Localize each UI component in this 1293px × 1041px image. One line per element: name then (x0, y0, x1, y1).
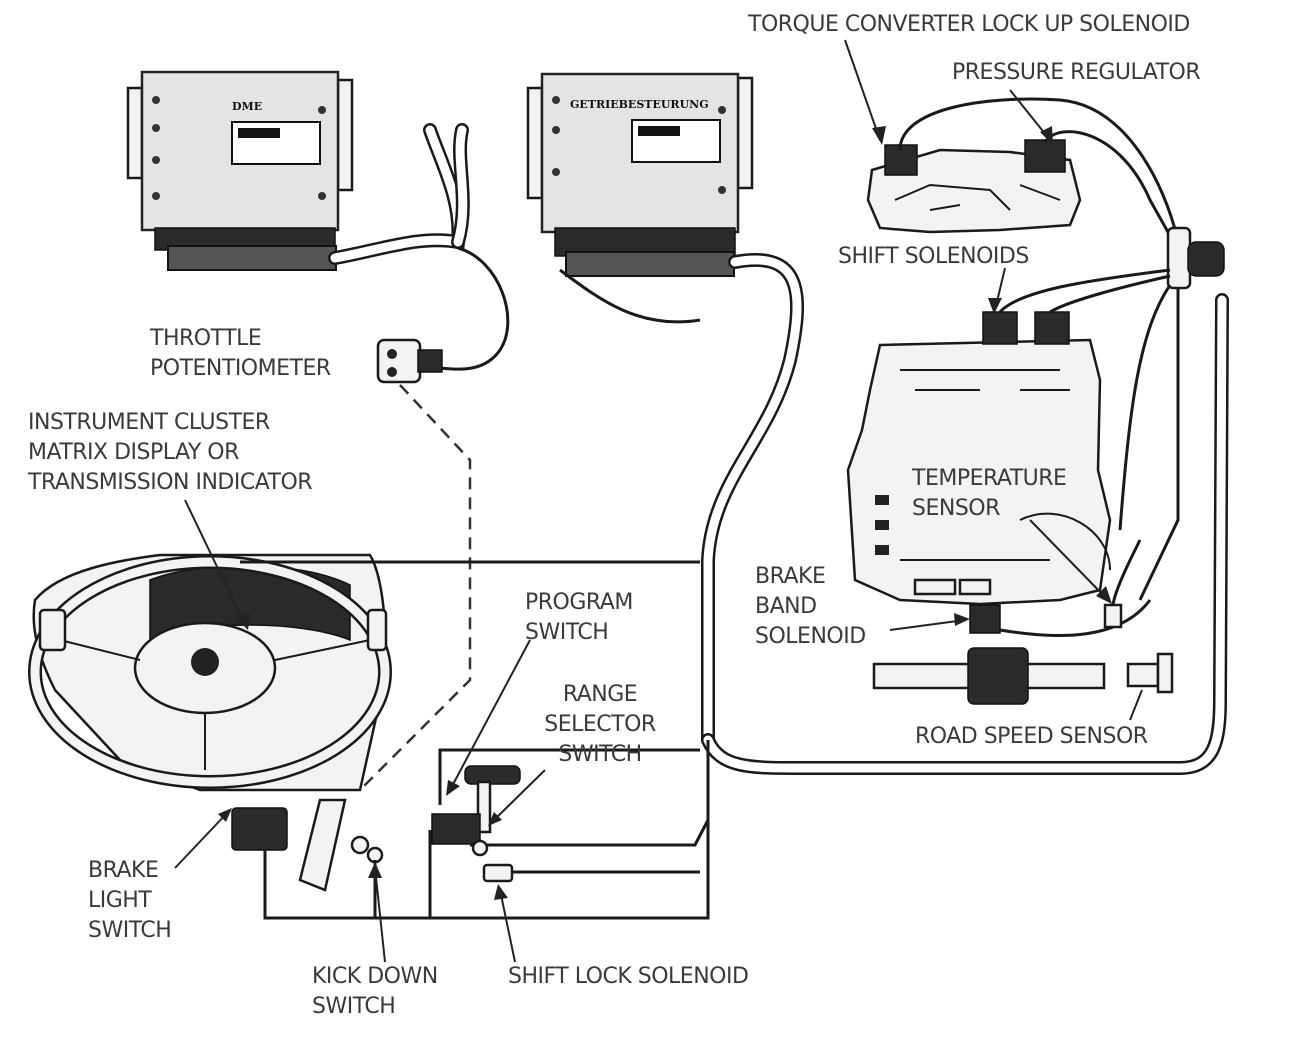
temperature-sensor-label: TEMPERATURE SENSOR (912, 464, 1067, 524)
pressure-regulator-label: PRESSURE REGULATOR (952, 60, 1201, 85)
program-line-2: SWITCH (525, 620, 609, 645)
kick-down-switch (366, 846, 384, 864)
range-line-1: RANGE (562, 682, 638, 707)
brake-light-switch-label: BRAKE LIGHT SWITCH (88, 856, 172, 946)
road-speed-sensor-label: ROAD SPEED SENSOR (915, 724, 1148, 749)
brake-band-line-1: BRAKE (755, 564, 826, 589)
brake-light-line-1: BRAKE (88, 858, 159, 883)
shift-solenoids-label: SHIFT SOLENOIDS (838, 244, 1029, 269)
brake-band-line-2: BAND (755, 594, 817, 619)
transmission-valve-body (846, 268, 1171, 638)
shift-lock-solenoid-label: SHIFT LOCK SOLENOID (508, 964, 749, 989)
range-selector-switch (431, 813, 481, 845)
wiring-harness (328, 123, 1229, 775)
instrument-cluster-label: INSTRUMENT CLUSTER MATRIX DISPLAY OR TRA… (28, 408, 313, 498)
kick-down-line-1: KICK DOWN (312, 964, 438, 989)
throttle-potentiometer-label: THROTTLE POTENTIOMETER (150, 324, 331, 384)
throttle-line-1: THROTTLE (150, 326, 262, 351)
brake-band-label: BRAKE BAND SOLENOID (755, 562, 866, 652)
dashboard (28, 553, 392, 792)
gear-selector (431, 765, 521, 883)
valve-body-upper (866, 139, 1082, 234)
pedals (231, 798, 384, 892)
instrument-line-1: INSTRUMENT CLUSTER (28, 410, 270, 435)
dme-label: DME (232, 100, 262, 113)
instrument-line-3: TRANSMISSION INDICATOR (28, 470, 313, 495)
transmission-control-unit: GETRIEBESTEURUNG (526, 72, 754, 277)
range-selector-label: RANGE SELECTOR SWITCH (540, 680, 660, 770)
temperature-sensor (1103, 603, 1123, 629)
shift-solenoid-2 (1034, 311, 1070, 345)
kick-down-switch-label: KICK DOWN SWITCH (312, 962, 438, 1022)
shift-solenoid-1 (982, 311, 1018, 345)
kick-down-line-2: SWITCH (312, 994, 396, 1019)
brake-band-line-3: SOLENOID (755, 624, 866, 649)
dme-control-unit: DME (126, 70, 354, 271)
output-shaft (872, 647, 1174, 705)
program-switch-label: PROGRAM SWITCH (525, 588, 633, 648)
brake-pedal (231, 807, 288, 851)
accelerator-pedal (298, 798, 347, 892)
brake-light-line-3: SWITCH (88, 918, 172, 943)
throttle-line-2: POTENTIOMETER (150, 356, 331, 381)
temperature-line-2: SENSOR (912, 496, 1000, 521)
brake-light-line-2: LIGHT (88, 888, 152, 913)
temperature-line-1: TEMPERATURE (912, 466, 1067, 491)
range-line-2: SELECTOR (544, 712, 656, 737)
brake-band-solenoid (969, 604, 1001, 634)
pressure-regulator-solenoid (1024, 139, 1066, 173)
instrument-line-2: MATRIX DISPLAY OR (28, 440, 239, 465)
pointer-lines (174, 39, 1143, 963)
road-speed-sensor (1126, 662, 1160, 688)
throttle-potentiometer (376, 338, 443, 384)
shift-lock-solenoid (482, 863, 514, 883)
transmission-connector (1118, 226, 1225, 601)
program-line-1: PROGRAM (525, 590, 633, 615)
getriebesteuerung-label: GETRIEBESTEURUNG (570, 98, 709, 111)
torque-converter-label: TORQUE CONVERTER LOCK UP SOLENOID (748, 12, 1190, 37)
range-line-3: SWITCH (558, 742, 642, 767)
throttle-linkage-dashed (359, 384, 472, 791)
